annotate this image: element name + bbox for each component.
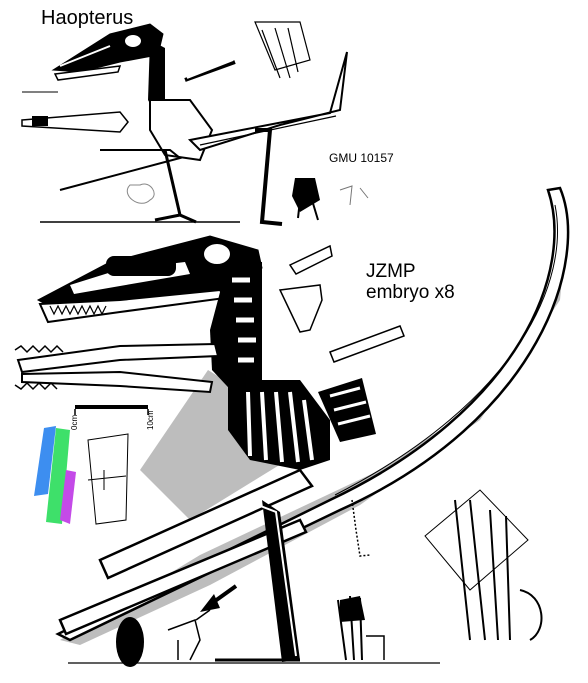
isolated-bones	[278, 244, 405, 363]
haopterus-skeleton	[21, 21, 348, 226]
jzmp-embryo-skeleton	[36, 186, 570, 664]
jzmp-skull-dorsal	[14, 342, 220, 394]
hatchling-sketch	[167, 609, 211, 661]
haopterus-skull	[51, 23, 164, 73]
bone-blue	[34, 426, 56, 496]
haopterus-manus	[254, 21, 311, 79]
bone-magenta	[60, 470, 76, 524]
scale-start-label: 0cm	[70, 414, 79, 430]
sternum-outline	[87, 433, 129, 525]
title-label: Haopterus	[41, 7, 134, 29]
manus-drawing	[424, 489, 543, 641]
subject-label-line1: JZMP	[366, 261, 416, 282]
egg	[116, 617, 144, 667]
haopterus-neck	[148, 40, 165, 118]
subject-label-line2: embryo x8	[366, 282, 455, 303]
jzmp-forelimb	[98, 468, 314, 580]
scale-end-label: 10cm	[146, 410, 155, 430]
haopterus-wing	[187, 51, 348, 152]
specimen-label: GMU 10157	[329, 151, 394, 165]
scale-bar	[74, 405, 149, 415]
jzmp-orbit	[201, 242, 233, 266]
gmu-specimen-figures	[292, 178, 369, 221]
arrow-icon	[200, 584, 238, 612]
haopterus-skull-dorsal	[21, 111, 129, 133]
wing-finger-phalanges	[55, 186, 570, 642]
haopterus-hindlimb	[154, 149, 197, 224]
jzmp-neck	[210, 262, 262, 400]
subject-label: JZMP embryo x8	[366, 261, 455, 303]
pes-drawing	[337, 595, 385, 661]
colored-phalanges	[34, 426, 76, 524]
